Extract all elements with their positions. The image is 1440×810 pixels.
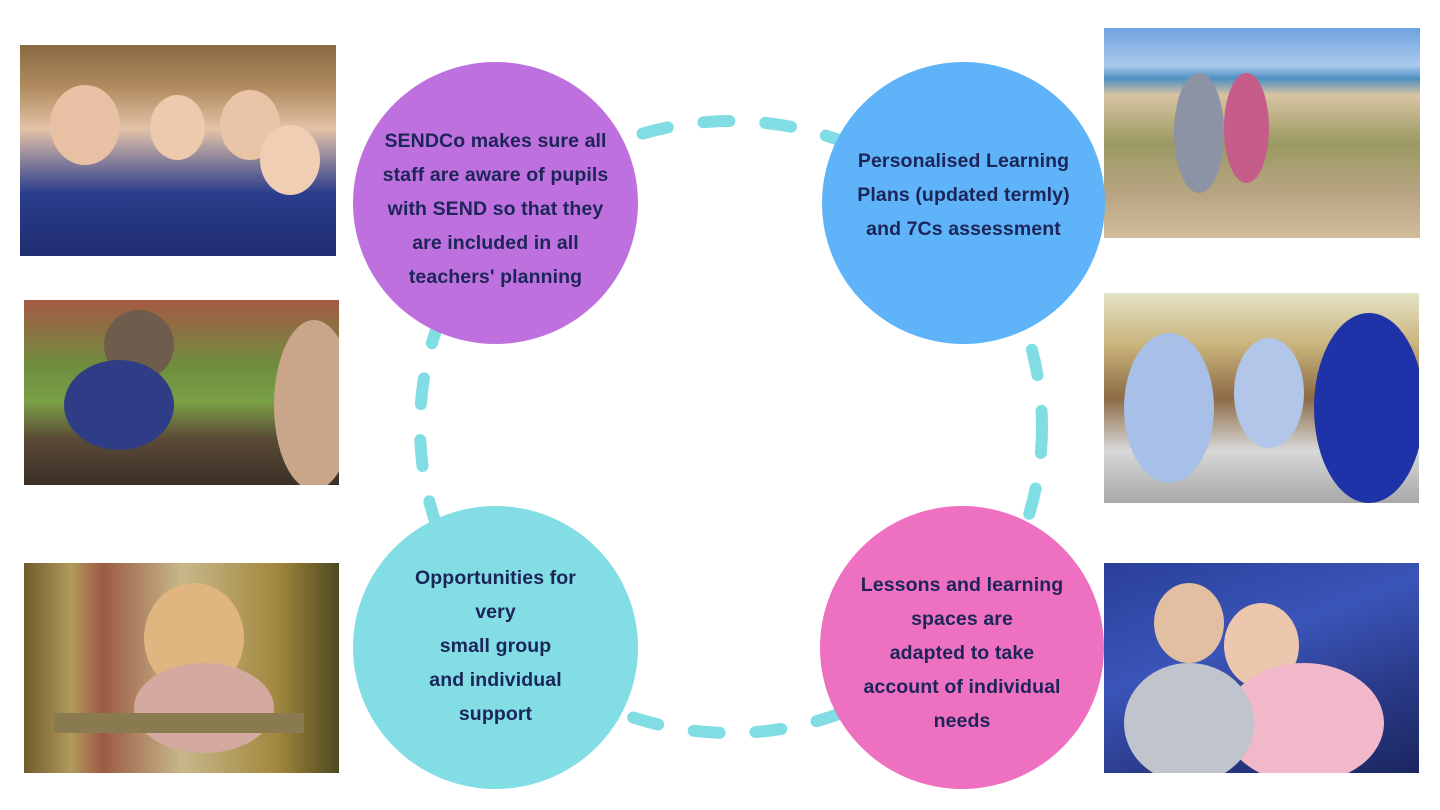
circle-text-line: support — [458, 703, 533, 725]
circle-text-line: SENDCo makes sure all — [384, 130, 607, 152]
photo-children-sand-dunes — [1104, 28, 1420, 238]
circle-text-line: spaces are — [911, 608, 1013, 630]
circle-text-line: and 7Cs assessment — [866, 218, 1061, 240]
circle-text-line: Opportunities for — [415, 567, 576, 589]
circle-text-line: teachers' planning — [408, 266, 583, 288]
circle-learning-plans: Personalised Learning Plans (updated ter… — [822, 62, 1105, 344]
circle-text-line: adapted to take — [889, 642, 1035, 664]
photo-girl-climbing-frame — [24, 563, 339, 773]
circle-text-line: Lessons and learning — [860, 574, 1064, 596]
circle-text-line: and individual — [429, 669, 562, 691]
circle-text-line: very — [475, 601, 516, 623]
photo-smiling-pupils-group — [20, 45, 336, 256]
photo-boy-magnifying-glass — [24, 300, 339, 485]
circle-text-line: Plans (updated termly) — [857, 184, 1070, 206]
circle-adapted-spaces: Lessons and learning spaces are adapted … — [820, 506, 1104, 789]
circle-text-line: Personalised Learning — [857, 150, 1070, 172]
circle-text-line: with SEND so that they — [387, 198, 604, 220]
circle-small-group-support: Opportunities for very small group and i… — [353, 506, 638, 789]
circle-text-line: needs — [933, 710, 991, 732]
photo-pupils-reading-classroom — [1104, 293, 1419, 503]
circle-text-line: account of individual — [863, 676, 1061, 698]
circle-text-line: small group — [439, 635, 552, 657]
photo-children-in-tent — [1104, 563, 1419, 773]
circle-text-line: are included in all — [412, 232, 579, 254]
circle-text-line: staff are aware of pupils — [382, 164, 609, 186]
circle-staff-awareness: SENDCo makes sure all staff are aware of… — [353, 62, 638, 344]
